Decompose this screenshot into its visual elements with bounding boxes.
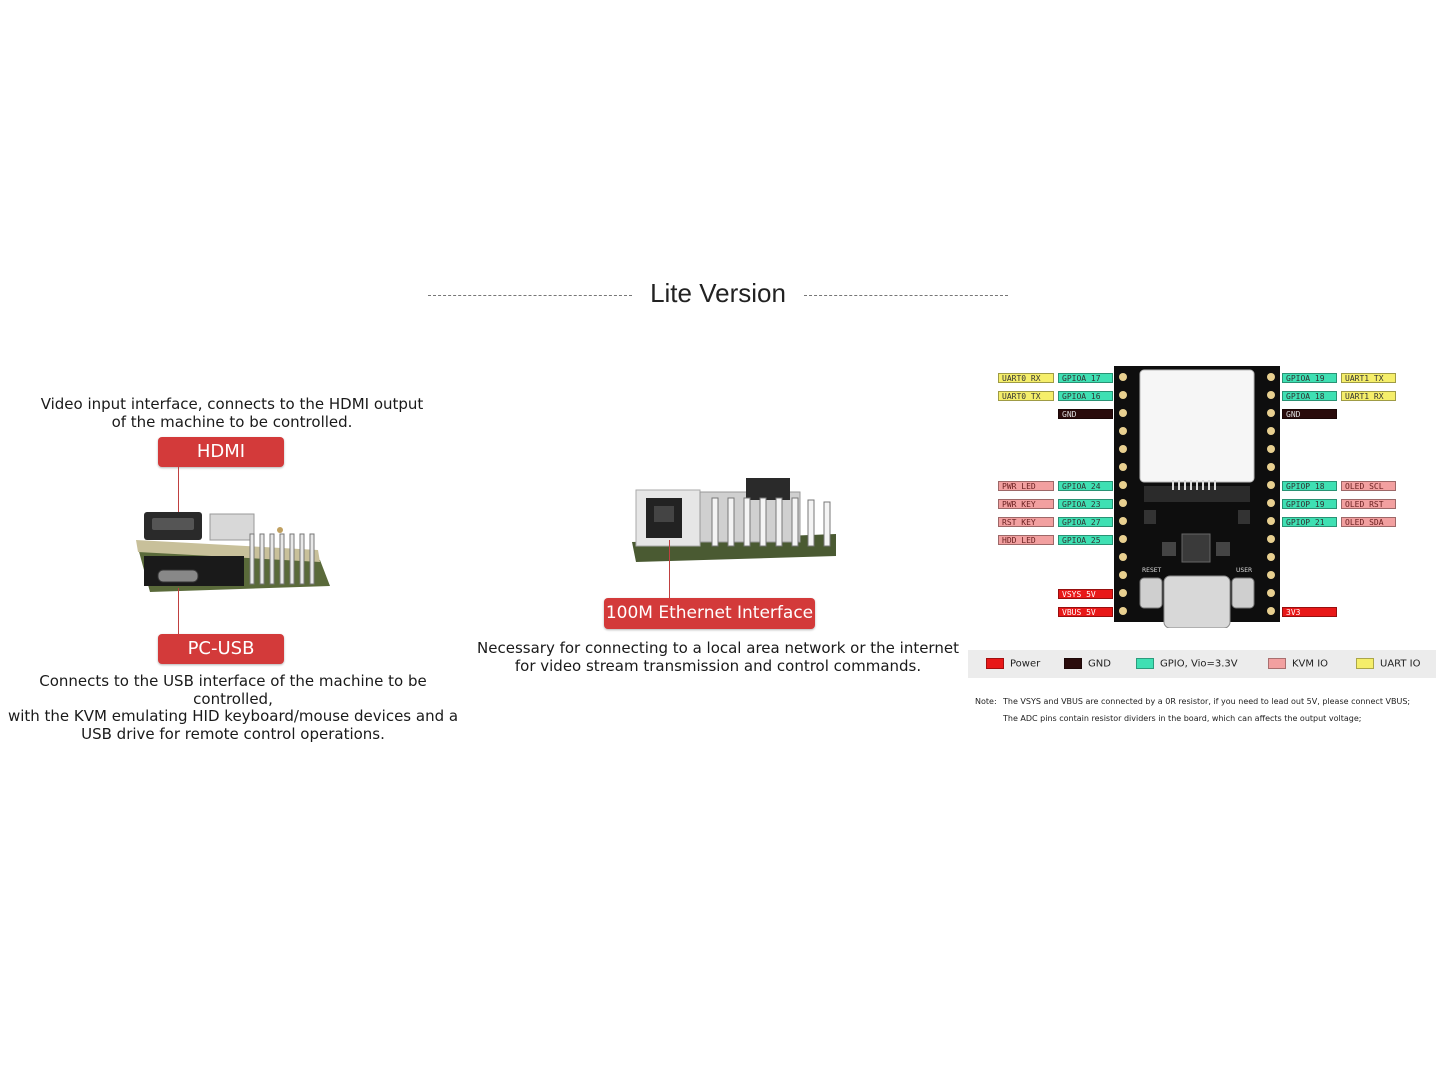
board-chip-1	[1144, 510, 1156, 524]
left-pin-pads	[1119, 373, 1127, 615]
pcusb-connector-line	[178, 588, 179, 634]
legend-kvm-swatch	[1268, 658, 1286, 669]
hdmi-description: Video input interface, connects to the H…	[40, 395, 424, 431]
right-pin-pads	[1267, 373, 1275, 615]
board-connector-strip	[1144, 486, 1250, 502]
pin-gpioa-27: GPIOA 27	[1058, 517, 1113, 527]
board-chip-2	[1238, 510, 1250, 524]
pin-hdd-led: HDD LED	[998, 535, 1054, 545]
title-divider-right	[804, 295, 1008, 296]
legend-kvm-label: KVM IO	[1292, 658, 1329, 670]
ethernet-description: Necessary for connecting to a local area…	[477, 639, 959, 675]
pin-gpioa-23: GPIOA 23	[1058, 499, 1113, 509]
main-chip	[1181, 533, 1211, 563]
pin-gpioa-17: GPIOA 17	[1058, 373, 1113, 383]
lite-board-image	[136, 512, 330, 592]
ethernet-housing	[209, 513, 255, 541]
user-text: USER	[1236, 567, 1252, 574]
pin-uart1-tx: UART1 TX	[1341, 373, 1396, 383]
hdmi-connector-line	[178, 467, 179, 522]
pin-uart0-rx: UART0 RX	[998, 373, 1054, 383]
eth-top-component	[746, 478, 790, 500]
ethernet-connector-line	[669, 540, 670, 598]
legend-uart-swatch	[1356, 658, 1374, 669]
legend-gnd-label: GND	[1088, 658, 1111, 670]
pin-3v3: 3V3	[1282, 607, 1337, 617]
pin-vbus-5v: VBUS 5V	[1058, 607, 1113, 617]
usb-c-port	[1163, 575, 1231, 628]
pin-uart0-tx: UART0 TX	[998, 391, 1054, 401]
pcusb-label: PC-USB	[158, 634, 284, 664]
legend-gpio-label: GPIO, Vio=3.3V	[1160, 658, 1238, 670]
pin-oled-scl: OLED SCL	[1341, 481, 1396, 491]
oled-screen-area	[1139, 369, 1255, 483]
reset-button[interactable]	[1139, 577, 1163, 609]
board-chip-4	[1216, 542, 1230, 556]
hdmi-label: HDMI	[158, 437, 284, 467]
board-chip-3	[1162, 542, 1176, 556]
legend-kvm: KVM IO	[1268, 658, 1328, 671]
note-line-2: The ADC pins contain resistor dividers i…	[1003, 714, 1362, 723]
user-button[interactable]	[1231, 577, 1255, 609]
pin-pwr-led: PWR LED	[998, 481, 1054, 491]
note-line-1: The VSYS and VBUS are connected by a 0R …	[1003, 697, 1411, 706]
title-divider-left	[428, 295, 632, 296]
pin-legend: Power GND GPIO, Vio=3.3V KVM IO UART IO	[968, 650, 1436, 678]
legend-power-label: Power	[1010, 658, 1041, 670]
legend-gnd: GND	[1064, 658, 1111, 671]
pin-gpiop-18: GPIOP 18	[1282, 481, 1337, 491]
pin-gpioa-18: GPIOA 18	[1282, 391, 1337, 401]
pin-rst-key: RST KEY	[998, 517, 1054, 527]
note-prefix: Note:	[975, 697, 997, 706]
pin-oled-sda: OLED SDA	[1341, 517, 1396, 527]
pin-gpioa-16: GPIOA 16	[1058, 391, 1113, 401]
title-area: Lite Version	[428, 276, 1008, 316]
pin-vsys-5v: VSYS 5V	[1058, 589, 1113, 599]
component-dot	[277, 527, 283, 533]
reset-text: RESET	[1142, 567, 1162, 574]
pin-gnd-left: GND	[1058, 409, 1113, 419]
pin-gpioa-25: GPIOA 25	[1058, 535, 1113, 545]
pin-gpiop-21: GPIOP 21	[1282, 517, 1337, 527]
legend-gpio: GPIO, Vio=3.3V	[1136, 658, 1238, 671]
pin-gpioa-24: GPIOA 24	[1058, 481, 1113, 491]
legend-uart: UART IO	[1356, 658, 1421, 671]
ethernet-board-image	[632, 478, 836, 562]
pin-gnd-right: GND	[1282, 409, 1337, 419]
eth-pin-header-icon	[711, 497, 831, 547]
page-title: Lite Version	[650, 278, 786, 308]
legend-power: Power	[986, 658, 1040, 671]
rj45-opening	[654, 506, 674, 522]
legend-power-swatch	[986, 658, 1004, 669]
connector-pins	[1172, 480, 1216, 490]
pin-uart1-rx: UART1 RX	[1341, 391, 1396, 401]
pin-header-icon	[249, 533, 315, 585]
pin-oled-rst: OLED RST	[1341, 499, 1396, 509]
legend-gnd-swatch	[1064, 658, 1082, 669]
legend-uart-label: UART IO	[1380, 658, 1421, 670]
usb-c-port-icon	[157, 569, 199, 583]
pinout-board-image: RESET USER	[1114, 366, 1280, 628]
pcusb-description: Connects to the USB interface of the mac…	[7, 672, 459, 743]
pin-gpioa-19: GPIOA 19	[1282, 373, 1337, 383]
legend-gpio-swatch	[1136, 658, 1154, 669]
pin-pwr-key: PWR KEY	[998, 499, 1054, 509]
ethernet-label: 100M Ethernet Interface	[604, 598, 815, 629]
pin-gpiop-19: GPIOP 19	[1282, 499, 1337, 509]
hdmi-port-opening	[152, 518, 194, 530]
